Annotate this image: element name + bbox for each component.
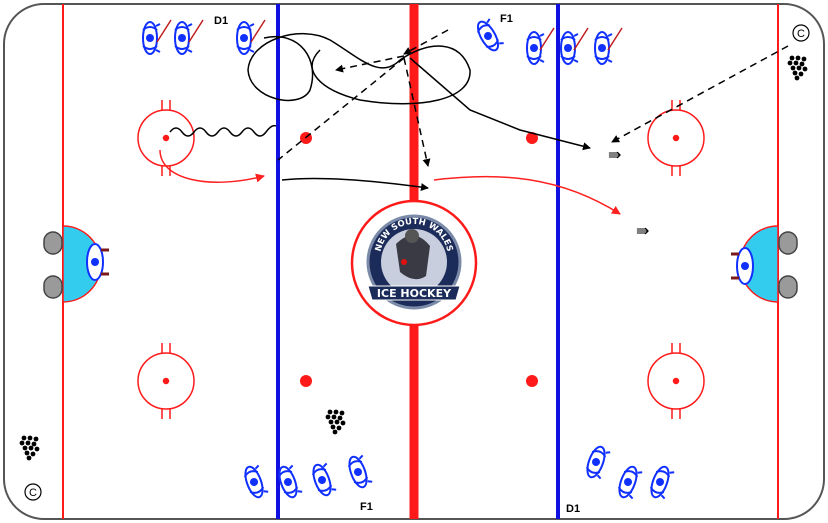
faceoff-dot-icon	[300, 375, 312, 387]
label-f1-top: F1	[500, 13, 513, 25]
label-f1-bottom: F1	[360, 501, 373, 513]
logo-bottom-text: ICE HOCKEY	[377, 287, 452, 300]
svg-text:C: C	[797, 28, 805, 40]
shoot-arrow-icon: ⇛	[636, 221, 649, 240]
coach-icon: C	[793, 25, 809, 41]
shoot-arrow-icon: ⇛	[608, 145, 621, 164]
svg-text:C: C	[29, 487, 37, 499]
coach-icon: C	[25, 484, 41, 500]
center-ice-logo: ICE HOCKEY NEW SOUTH WALES	[352, 201, 476, 325]
faceoff-dot-icon	[526, 375, 538, 387]
label-d1-bottom: D1	[566, 503, 580, 515]
label-d1-top: D1	[214, 15, 228, 27]
